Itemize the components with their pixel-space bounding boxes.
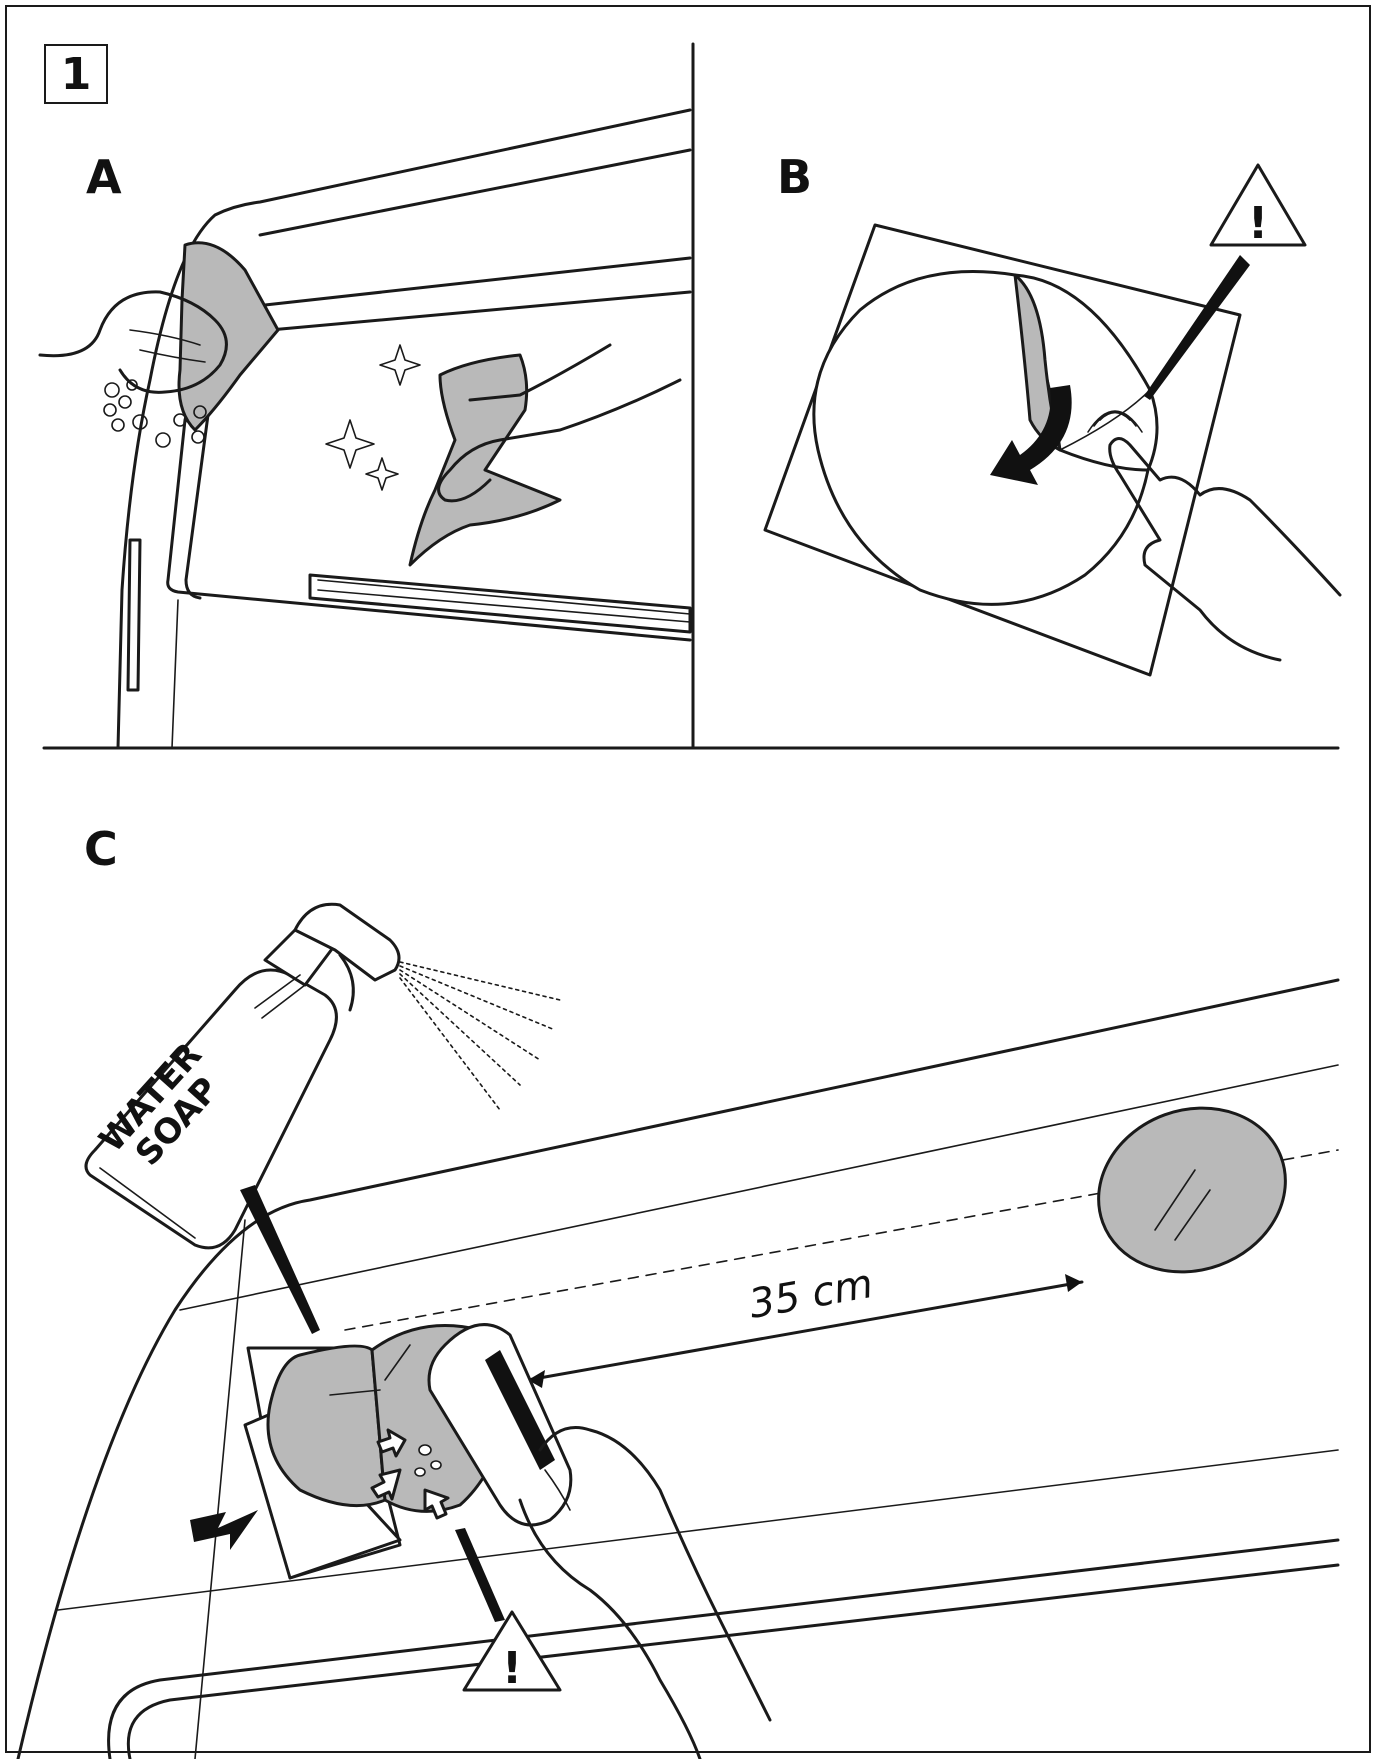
window-frame-c-inner	[126, 1563, 1340, 1759]
bottle-grip-line	[261, 984, 306, 1019]
arrow-head-icon	[528, 1370, 545, 1388]
pull-direction-arrow-icon	[190, 1510, 258, 1550]
arrow-head-icon	[1065, 1274, 1082, 1292]
hand-c	[538, 1426, 772, 1722]
spray-trigger	[338, 953, 355, 1012]
van-body-outline	[116, 108, 692, 750]
step-number: 1	[44, 44, 108, 104]
window-top-edge	[268, 290, 692, 332]
sticker-glare	[1154, 1169, 1196, 1231]
warning-triangle-c	[462, 1610, 562, 1692]
alignment-guide-line	[344, 1149, 1339, 1331]
panel-a-label: A	[86, 150, 122, 204]
sparkle-icon	[325, 419, 375, 469]
window-rail	[308, 573, 692, 634]
sticker-crease	[329, 1389, 381, 1396]
rail-line	[317, 579, 691, 615]
rail-line-2	[317, 589, 691, 623]
spray-trigger-head	[293, 902, 401, 982]
door-handle	[126, 538, 142, 692]
door-seam-c	[194, 1219, 246, 1759]
fingerprint-icon	[1087, 410, 1143, 433]
warning-symbol: !	[1248, 198, 1268, 249]
roof-line-c-2	[57, 1449, 1339, 1611]
bottle-base-line	[99, 1167, 196, 1239]
applied-sticker	[1097, 1106, 1287, 1274]
sticker-disc	[812, 270, 1150, 606]
hand-b	[1108, 437, 1342, 662]
peel-fold	[1059, 389, 1151, 451]
warning-triangle-b	[1209, 163, 1307, 247]
warning-pointer-c	[455, 1528, 505, 1622]
hand-a-finger	[129, 329, 201, 346]
warning-symbol-c: !	[502, 1643, 522, 1694]
arm-a	[437, 378, 682, 503]
roof-line	[258, 148, 692, 237]
arm-c	[518, 1498, 702, 1759]
panel-b-drawing: !	[763, 163, 1342, 677]
spray-mist	[399, 961, 561, 1111]
bottle-grip-line	[254, 974, 301, 1009]
arm-a-top	[468, 343, 612, 402]
squeeze-arrow-icon	[423, 1488, 450, 1520]
hand-c-finger	[544, 1469, 571, 1511]
soap-bubbles	[103, 379, 207, 448]
roof-line-2	[263, 256, 692, 307]
sparkle-icon	[379, 344, 421, 386]
sparkle-icon	[365, 457, 399, 491]
door-seam	[171, 599, 179, 749]
squeeze-arrow-icon	[376, 1428, 407, 1458]
squeegee	[427, 1323, 573, 1527]
panel-a-drawing	[38, 108, 692, 750]
panel-b-label: B	[777, 150, 813, 204]
scrub-pad	[177, 241, 280, 432]
window-frame-c	[107, 1538, 1340, 1759]
squeeze-arrow-icon	[370, 1468, 402, 1501]
water-droplets	[414, 1444, 442, 1477]
distance-label: 35 cm	[746, 1261, 877, 1328]
window-inner-frame	[184, 398, 212, 600]
panel-c-label: C	[84, 822, 118, 876]
warning-pointer	[1144, 255, 1250, 400]
roof-line-c	[179, 1064, 1339, 1311]
hand-a	[38, 290, 228, 394]
peel-direction-arrow-icon	[990, 385, 1072, 485]
cleaning-cloth	[408, 353, 562, 567]
window-frame	[166, 328, 692, 642]
panel-c-drawing: 35 cm	[16, 902, 1340, 1759]
peeled-flap	[1013, 273, 1159, 472]
page-frame	[5, 5, 1371, 1753]
squeegee-blade	[485, 1350, 555, 1470]
hand-a-finger-2	[139, 349, 206, 363]
sticker-left-half	[266, 1344, 387, 1508]
distance-arrow-line	[526, 1280, 1084, 1382]
sticker-glare	[1174, 1189, 1211, 1241]
sticker-crease	[384, 1344, 411, 1381]
bottle-pointer	[240, 1185, 320, 1334]
